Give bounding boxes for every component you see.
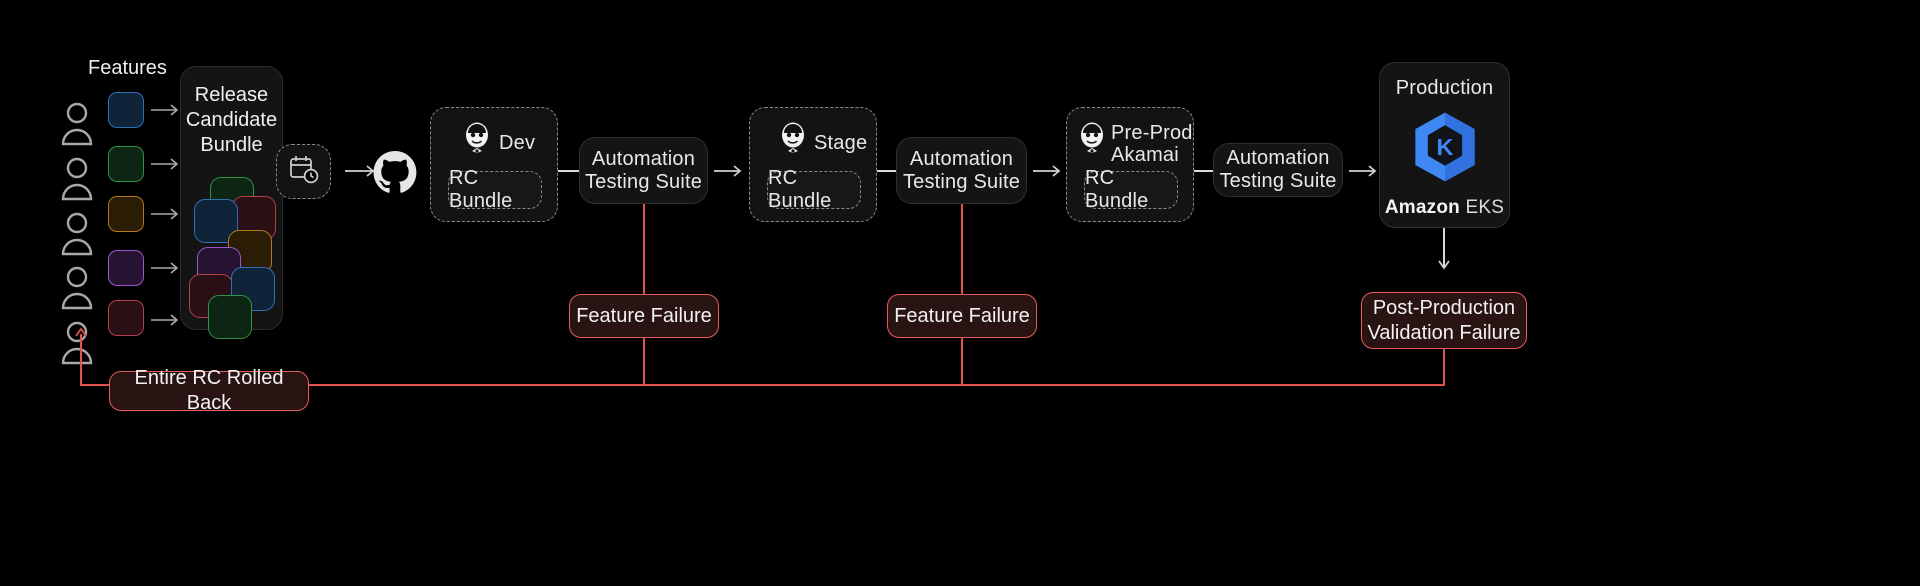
feature-chip-4[interactable] xyxy=(108,250,144,286)
arrow-right-icon xyxy=(150,156,184,172)
eks-brand: Amazon xyxy=(1384,197,1460,218)
release-candidate-bundle[interactable]: Release Candidate Bundle xyxy=(180,66,283,339)
jenkins-icon xyxy=(1077,121,1107,162)
feature-chip-1[interactable] xyxy=(108,92,144,128)
feature-chip-5[interactable] xyxy=(108,300,144,336)
rc-mini-chip xyxy=(231,267,275,311)
stage-stage-label: Stage xyxy=(814,132,868,154)
jenkins-icon xyxy=(462,121,492,162)
rc-bundle-title: Release Candidate Bundle xyxy=(185,84,278,156)
stage-stage-artifact: RC Bundle xyxy=(767,167,861,212)
stage-dev[interactable]: Dev RC Bundle xyxy=(430,107,558,222)
stage-dev-artifact: RC Bundle xyxy=(448,167,542,212)
person-icon xyxy=(60,101,94,147)
arrow-right-icon xyxy=(1032,163,1066,184)
connector xyxy=(1443,228,1445,268)
arrow-right-icon xyxy=(150,206,184,222)
failure-box-dev[interactable]: Feature Failure xyxy=(569,294,719,338)
feature-chip-3[interactable] xyxy=(108,196,144,232)
failure-label: Feature Failure xyxy=(894,304,1030,327)
automation-testing-suite-stage[interactable]: Automation Testing Suite xyxy=(896,137,1027,204)
stage-preprod-artifact: RC Bundle xyxy=(1084,167,1178,212)
failure-label: Feature Failure xyxy=(576,304,712,327)
arrow-right-icon xyxy=(1348,163,1382,184)
rollback-label: Entire RC Rolled Back xyxy=(134,367,284,414)
arrow-right-icon xyxy=(713,163,747,184)
feature-chip-2[interactable] xyxy=(108,146,144,182)
person-icon xyxy=(60,265,94,311)
arrow-right-icon xyxy=(150,260,184,276)
failure-connector-postprod xyxy=(1443,348,1445,384)
failure-box-postproduction[interactable]: Post-Production Validation Failure xyxy=(1361,292,1527,349)
production-title: Production xyxy=(1395,77,1494,99)
failure-box-stage[interactable]: Feature Failure xyxy=(887,294,1037,338)
automation-testing-suite-dev[interactable]: Automation Testing Suite xyxy=(579,137,708,204)
ats-line2: Testing Suite xyxy=(1219,170,1337,192)
github-icon[interactable] xyxy=(372,150,418,201)
ats-line2: Testing Suite xyxy=(902,170,1021,193)
ats-line1: Automation xyxy=(591,147,696,170)
person-icon xyxy=(60,156,94,202)
eks-product: EKS xyxy=(1465,197,1505,218)
ats-line1: Automation xyxy=(1226,147,1330,169)
automation-testing-suite-preprod[interactable]: Automation Testing Suite xyxy=(1213,143,1343,197)
calendar-clock-icon xyxy=(288,153,320,190)
svg-text:K: K xyxy=(1436,134,1453,160)
failure-label-line2: Validation Failure xyxy=(1367,321,1521,344)
ats-line2: Testing Suite xyxy=(584,170,703,193)
production-node[interactable]: Production K Amazon EKS xyxy=(1379,62,1510,228)
connector xyxy=(1194,170,1213,172)
features-header: Features xyxy=(88,57,167,79)
stage-preprod[interactable]: Pre-Prod Akamai RC Bundle xyxy=(1066,107,1194,222)
failure-label-line1: Post-Production xyxy=(1372,296,1516,319)
jenkins-icon xyxy=(778,121,808,162)
arrow-right-icon xyxy=(150,312,184,328)
connector xyxy=(877,170,896,172)
amazon-eks-icon: K xyxy=(1406,108,1484,191)
rollback-rail xyxy=(80,384,1445,386)
stage-dev-label: Dev xyxy=(499,132,536,154)
arrow-down-icon xyxy=(1436,258,1452,279)
rollback-riser xyxy=(80,334,82,386)
stage-stage[interactable]: Stage RC Bundle xyxy=(749,107,877,222)
rc-mini-chip xyxy=(208,295,252,339)
person-icon xyxy=(60,211,94,257)
rollback-box[interactable]: Entire RC Rolled Back xyxy=(109,367,309,414)
arrow-up-icon xyxy=(73,326,89,347)
stage-preprod-label: Pre-Prod Akamai xyxy=(1111,122,1193,166)
arrow-right-icon xyxy=(344,163,380,184)
arrow-right-icon xyxy=(150,102,184,118)
ats-line1: Automation xyxy=(909,147,1014,170)
connector xyxy=(558,170,579,172)
amazon-eks-wordmark: Amazon EKS xyxy=(1385,197,1504,219)
scheduler-node[interactable] xyxy=(276,144,331,199)
person-icon xyxy=(60,320,94,366)
